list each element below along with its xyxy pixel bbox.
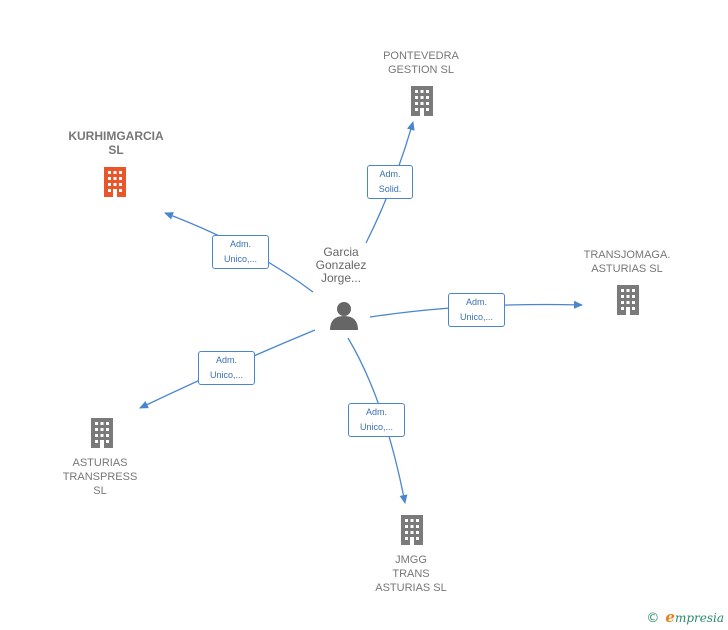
building-icon-jmgg[interactable]: [401, 515, 423, 545]
node-label-pontevedra[interactable]: PONTEVEDRA GESTION SL: [383, 50, 459, 76]
edge-label-asturias-transpress[interactable]: Adm. Unico,...: [198, 351, 255, 385]
edge-label-jmgg[interactable]: Adm. Unico,...: [348, 403, 405, 437]
person-icon[interactable]: [330, 302, 358, 330]
node-label-jmgg[interactable]: JMGG TRANS ASTURIAS SL: [375, 554, 447, 594]
edge-label-pontevedra[interactable]: Adm. Solid.: [367, 165, 413, 199]
edge-label-kurhimgarcia[interactable]: Adm. Unico,...: [212, 235, 269, 269]
brand-name: mpresia: [674, 611, 724, 625]
node-label-kurhimgarcia[interactable]: KURHIMGARCIA SL: [68, 129, 164, 157]
building-icon-asturias-transpress[interactable]: [91, 418, 113, 448]
node-label-transjomaga[interactable]: TRANSJOMAGA. ASTURIAS SL: [583, 249, 671, 275]
brand-initial: e: [665, 608, 675, 626]
building-icon-kurhimgarcia[interactable]: [104, 167, 126, 197]
brand-logo: © empresia: [646, 608, 724, 626]
building-icon-pontevedra[interactable]: [411, 86, 433, 116]
edge-label-transjomaga[interactable]: Adm. Unico,...: [448, 293, 505, 327]
building-icon-transjomaga[interactable]: [617, 285, 639, 315]
person-label[interactable]: Garcia Gonzalez Jorge...: [315, 245, 367, 285]
node-label-asturias-transpress[interactable]: ASTURIAS TRANSPRESS SL: [62, 457, 138, 497]
copyright-icon: ©: [646, 611, 660, 626]
